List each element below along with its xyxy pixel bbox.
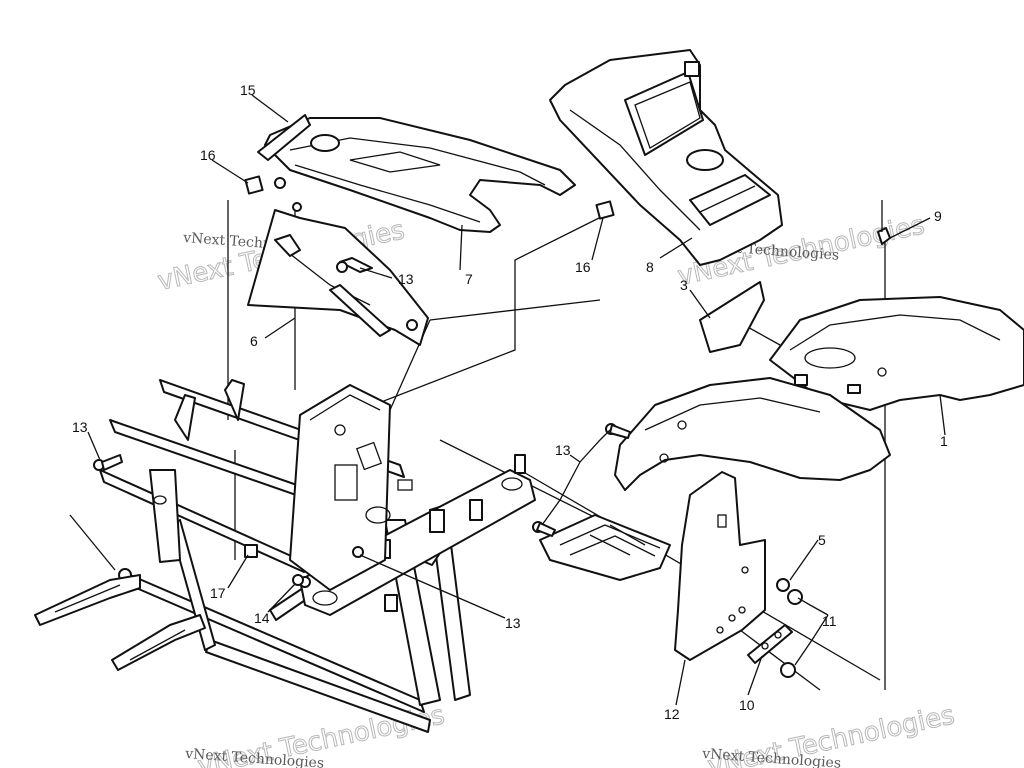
footrest-rear <box>111 614 206 671</box>
callout-12: 12 <box>664 706 680 722</box>
bolt-13-lower <box>352 546 364 558</box>
callout-16: 16 <box>200 147 216 163</box>
bolt-13-mid <box>532 521 556 537</box>
callout-13: 13 <box>505 615 521 631</box>
leader-lines <box>87 94 946 706</box>
callout-5: 5 <box>818 532 826 548</box>
callout-1: 1 <box>940 433 948 449</box>
washer-14 <box>292 574 304 586</box>
callout-8: 8 <box>646 259 654 275</box>
callout-3: 3 <box>680 277 688 293</box>
callout-labels: 1 3 5 6 7 8 9 10 11 12 13 13 13 13 14 15… <box>72 82 948 722</box>
nut-11-upper <box>787 589 803 605</box>
fasteners <box>93 175 891 678</box>
front-fender <box>614 377 891 491</box>
callout-7: 7 <box>465 271 473 287</box>
clip-16-right <box>595 200 615 220</box>
center-console <box>549 49 783 266</box>
washer-5 <box>776 578 790 592</box>
nut-11-lower <box>780 662 796 678</box>
front-hood-panel <box>257 114 576 233</box>
left-footrest-group <box>34 514 206 671</box>
footrest-front <box>34 574 141 626</box>
center-support-plate <box>289 384 413 591</box>
callout-13: 13 <box>72 419 88 435</box>
callout-10: 10 <box>739 697 755 713</box>
rear-fender <box>769 296 1024 411</box>
callout-13: 13 <box>555 442 571 458</box>
callout-17: 17 <box>210 585 226 601</box>
lower-shield-panel <box>247 177 429 346</box>
callout-9: 9 <box>934 208 942 224</box>
callout-16: 16 <box>575 259 591 275</box>
step-plate <box>539 514 671 581</box>
screw-9 <box>877 200 891 245</box>
clip-16-left <box>244 175 264 195</box>
callout-15: 15 <box>240 82 256 98</box>
bolt-13-left <box>93 454 123 471</box>
callout-6: 6 <box>250 333 258 349</box>
callout-13: 13 <box>398 271 414 287</box>
spacer-17 <box>244 544 258 558</box>
mud-flap <box>674 471 766 661</box>
mounting-strap <box>747 624 793 664</box>
callout-11: 11 <box>822 613 837 629</box>
side-trim-plate <box>699 281 765 353</box>
callout-14: 14 <box>254 610 270 626</box>
bolt-13-upper <box>336 257 373 273</box>
